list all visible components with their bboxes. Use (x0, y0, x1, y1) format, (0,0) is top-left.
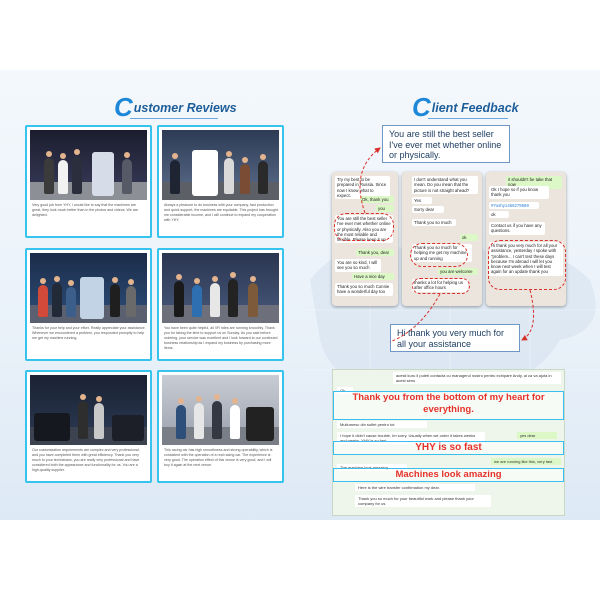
review-text: Always a pleasure to do business with yo… (164, 203, 279, 222)
chat-message: You are so kind, I will see you so much (335, 259, 381, 272)
chat-message: Ok (337, 387, 353, 394)
review-photo (30, 253, 147, 323)
chat-message: I don't understand what you mean. Do you… (412, 176, 478, 194)
review-photo (30, 375, 147, 445)
review-photo (162, 375, 279, 445)
chat-message: ok (460, 234, 478, 242)
chat-message: #Yoshy1466279589 (489, 202, 539, 210)
heading-underline (130, 118, 218, 119)
review-card: You have been quite helpful, all VR ride… (157, 248, 284, 361)
chat-message: Sorry dear (412, 206, 444, 214)
chat-message: thanks a lot for helping us after office… (412, 279, 468, 292)
chat-message: Thank you, dear (356, 249, 394, 257)
review-card: Thanks for your help and your effort. Re… (25, 248, 152, 361)
chat-message: Have a nice day (352, 273, 394, 281)
review-card: This racing car has high smoothness and … (157, 370, 284, 483)
chat-message: Ok I hope so if you know thank you (489, 186, 549, 199)
review-text: This racing car has high smoothness and … (164, 448, 273, 467)
review-text: Thanks for your help and your effort. Re… (32, 326, 146, 340)
review-text: You have been quite helpful, all VR ride… (164, 326, 278, 350)
chat-message: Contact us if you have any questions. (489, 222, 545, 235)
review-text: Very good job from YHY, I would like to … (32, 203, 139, 217)
customer-reviews-heading: Customer Reviews (114, 92, 237, 122)
chat-message: Ok, thank you (360, 196, 394, 204)
heading-underline (428, 118, 508, 119)
chat-message: ok (489, 211, 509, 219)
review-card: Very good job from YHY, I would like to … (25, 125, 152, 238)
feedback-chat-panel: acesti kuru il puteti contacta cu manage… (332, 369, 565, 516)
chat-message: The machine look amazing (337, 464, 407, 471)
quote-callout-top: You are still the best seller I've ever … (382, 125, 510, 163)
review-photo (162, 130, 279, 200)
chat-message: Thank you so much for your beautiful wor… (355, 495, 491, 507)
chat-message: Here is the wire transfer confirmation m… (355, 484, 475, 491)
highlight-box (410, 243, 468, 267)
review-card: Always a pleasure to do business with yo… (157, 125, 284, 238)
chat-message: we are running like this, very fast (491, 458, 561, 465)
chat-message: yes dear (517, 432, 557, 439)
chat-message: Thank you so much Connie have a wonderfu… (335, 283, 393, 296)
client-feedback-heading: Client Feedback (412, 92, 519, 122)
highlight-quote: YHY is so fast (333, 441, 564, 455)
brochure-page: Customer Reviews Client Feedback Very go… (0, 70, 600, 520)
highlight-box (488, 240, 566, 290)
quote-callout-bottom: Hi thank you very much for all your assi… (390, 324, 520, 352)
chat-message: Multumesc din suflet pentru tot (337, 421, 427, 428)
highlight-quote: Machines look amazing (333, 468, 564, 482)
review-photo (30, 130, 147, 200)
chat-message: Hi thank you very much for all your assi… (489, 242, 563, 276)
review-photo (162, 253, 279, 323)
review-text: Our customization requirements are compl… (32, 448, 140, 472)
highlight-box (412, 278, 470, 294)
chat-screenshot: I don't understand what you mean. Do you… (402, 172, 482, 306)
chat-message: you are welcome (438, 268, 478, 276)
highlight-quote: Thank you from the bottom of my heart fo… (333, 391, 564, 420)
chat-message: Yes (412, 197, 432, 205)
highlight-box (334, 213, 394, 241)
chat-message: Thank you so much (412, 219, 456, 227)
chat-message: you (376, 205, 394, 213)
chat-message: it shouldn't be take that now (506, 176, 562, 189)
chat-message: acesti kuru il puteti contacta cu manage… (393, 372, 561, 384)
review-card: Our customization requirements are compl… (25, 370, 152, 483)
